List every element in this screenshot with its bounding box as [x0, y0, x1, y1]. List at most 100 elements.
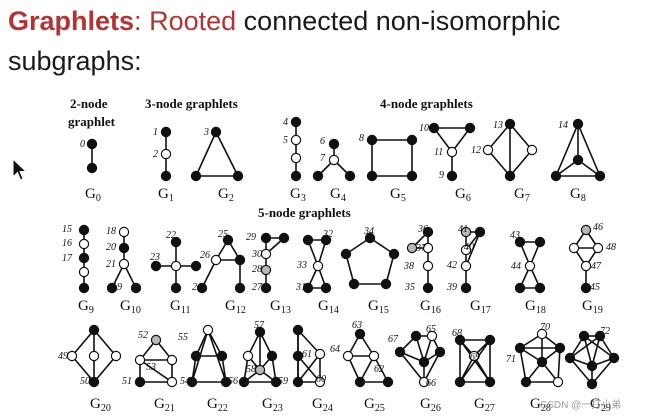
node-g19-1 — [568, 242, 580, 254]
node-g20-0 — [88, 324, 100, 336]
node-g2-2 — [232, 170, 244, 182]
node-g18-0 — [514, 236, 526, 248]
node-g20-1 — [66, 350, 78, 362]
title-rooted-word: Rooted — [149, 6, 237, 36]
orbit-label-42: 42 — [447, 260, 457, 271]
graphlet-label-g4: G4 — [330, 186, 346, 204]
orbit-label-57: 57 — [254, 320, 265, 331]
node-g5-1 — [406, 134, 418, 146]
graphlet-label-g19: G19 — [582, 298, 603, 316]
slide-title-line2: subgraphs: — [8, 46, 142, 76]
node-g13-3 — [260, 264, 272, 276]
node-g20-2 — [110, 350, 122, 362]
node-g15-3 — [348, 278, 360, 290]
edge-g7-1 — [487, 123, 511, 151]
node-g12-1 — [210, 254, 222, 266]
node-g11-1 — [170, 260, 182, 272]
node-g18-1 — [534, 236, 546, 248]
mouse-cursor-icon — [12, 158, 28, 181]
node-g28-4 — [520, 376, 532, 388]
node-g8-2 — [550, 170, 562, 182]
node-g16-4 — [422, 282, 434, 294]
orbit-label-23: 23 — [150, 252, 160, 263]
graphlet-label-g7: G7 — [514, 186, 530, 204]
node-g10-1 — [118, 242, 130, 254]
graphlet-label-g29: G29 — [590, 396, 611, 414]
orbit-label-43: 43 — [510, 230, 520, 241]
node-g16-2 — [422, 242, 434, 254]
graphlet-label-g21: G21 — [154, 396, 175, 414]
node-g3-3 — [290, 170, 302, 182]
node-g4-2 — [312, 170, 324, 182]
node-g17-1 — [474, 226, 486, 238]
orbit-label-62: 62 — [374, 364, 384, 375]
orbit-label-0: 0 — [80, 139, 85, 150]
node-g24-1 — [314, 348, 326, 360]
node-g19-4 — [580, 282, 592, 294]
node-g29-2 — [564, 352, 576, 364]
node-g13-4 — [260, 282, 272, 294]
graphlet-label-g1: G1 — [158, 186, 174, 204]
node-g8-1 — [572, 154, 584, 166]
orbit-label-34: 34 — [363, 226, 374, 237]
node-g9-2 — [78, 252, 90, 264]
node-g3-2 — [290, 152, 302, 164]
orbit-label-55: 55 — [178, 332, 188, 343]
node-g16-3 — [422, 260, 434, 272]
orbit-label-12: 12 — [471, 145, 481, 156]
orbit-label-64: 64 — [330, 344, 340, 355]
orbit-label-29: 29 — [246, 232, 256, 243]
orbit-label-31: 31 — [295, 282, 306, 293]
node-g26-4 — [434, 346, 446, 358]
graphlet-label-g6: G6 — [455, 186, 471, 204]
node-g25-0 — [354, 328, 366, 340]
orbit-label-37: 37 — [415, 243, 427, 254]
orbit-label-3: 3 — [203, 127, 209, 138]
orbit-label-36: 36 — [417, 224, 428, 235]
node-g25-2 — [368, 350, 380, 362]
node-g17-3 — [460, 260, 472, 272]
node-g23-1 — [242, 350, 254, 362]
orbit-label-47: 47 — [591, 261, 602, 272]
header-2-node: 2-node — [70, 96, 108, 111]
node-g29-0 — [578, 330, 590, 342]
node-g20-4 — [88, 376, 100, 388]
node-g9-4 — [78, 282, 90, 294]
orbit-label-19: 19 — [112, 282, 122, 293]
orbit-label-54: 54 — [180, 376, 190, 387]
node-g24-4 — [292, 350, 304, 362]
graphlet-label-g24: G24 — [312, 396, 333, 414]
node-g27-2 — [454, 376, 466, 388]
node-g15-2 — [380, 278, 392, 290]
orbit-label-4: 4 — [283, 117, 288, 128]
orbit-label-65: 65 — [426, 324, 436, 335]
graphlet-label-g15: G15 — [368, 298, 389, 316]
orbit-label-7: 7 — [320, 153, 326, 164]
orbit-label-46: 46 — [593, 222, 603, 233]
node-g11-4 — [170, 282, 182, 294]
orbit-label-28: 28 — [252, 264, 262, 275]
graphlet-label-g27: G27 — [474, 396, 495, 414]
edge-g28-5 — [519, 347, 527, 383]
graphlet-label-g16: G16 — [420, 298, 441, 316]
node-g28-5 — [552, 376, 564, 388]
node-g22-1 — [190, 350, 202, 362]
graphlet-label-g9: G9 — [78, 298, 94, 316]
node-g9-3 — [78, 266, 90, 278]
orbit-label-1: 1 — [153, 127, 158, 138]
node-g14-2 — [312, 260, 324, 272]
node-g19-2 — [592, 242, 604, 254]
node-g14-4 — [320, 282, 332, 294]
header-4-node: 4-node graphlets — [380, 96, 473, 111]
orbit-label-39: 39 — [446, 282, 457, 293]
orbit-label-69: 69 — [470, 352, 480, 363]
node-g10-0 — [118, 226, 130, 238]
orbit-label-63: 63 — [352, 320, 362, 331]
graphlet-label-g8: G8 — [570, 186, 586, 204]
orbit-label-53: 53 — [146, 362, 156, 373]
node-g22-3 — [186, 376, 198, 388]
node-g27-1 — [484, 334, 496, 346]
